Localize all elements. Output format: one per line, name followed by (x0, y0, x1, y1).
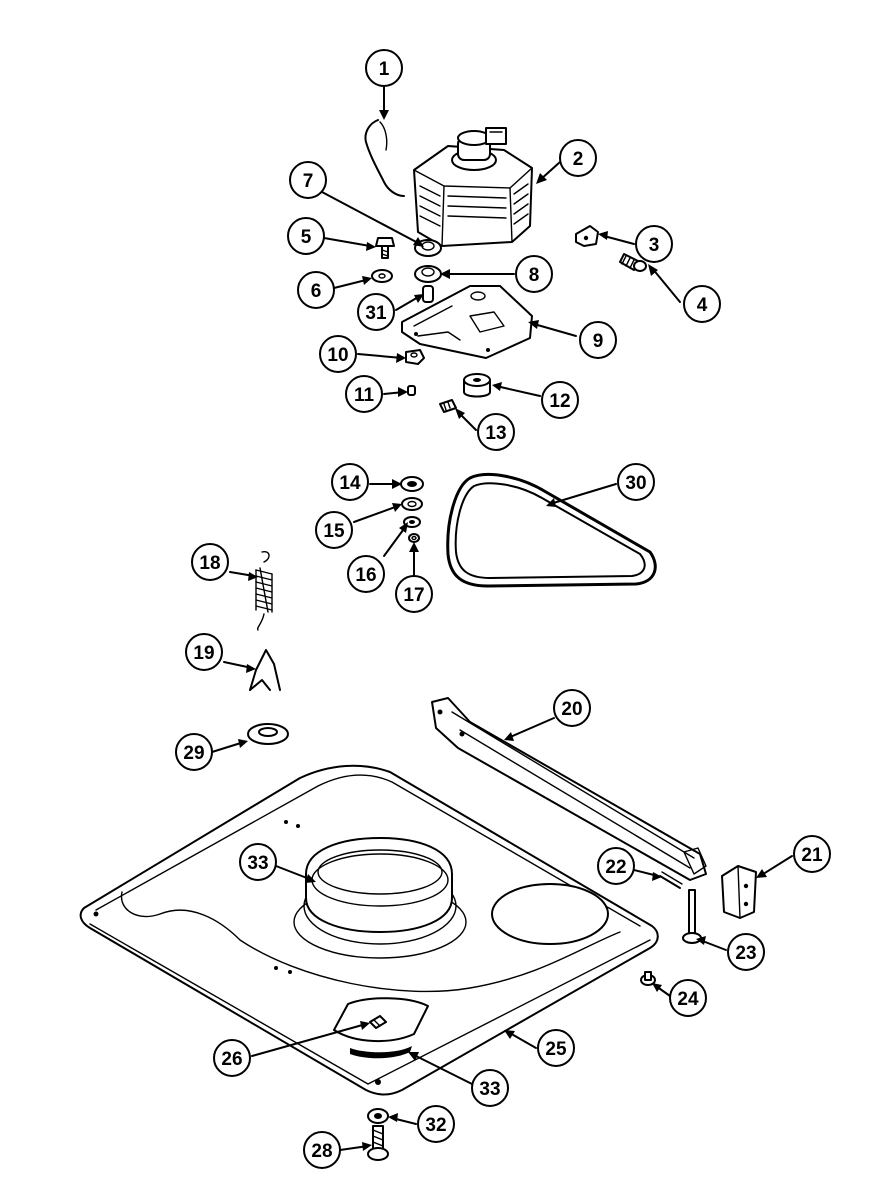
part-13-screw (439, 399, 457, 413)
part-23-long-bolt (682, 889, 702, 944)
part-14-washer (400, 476, 424, 492)
callout-28: 28 (303, 1131, 341, 1169)
svg-text:32: 32 (425, 1115, 446, 1136)
callout-21: 21 (793, 835, 831, 873)
part-12-pulley (463, 373, 491, 398)
part-11-pin (407, 385, 416, 396)
leader-lines (211, 85, 793, 1151)
part-20-strap-bar (431, 697, 707, 881)
callout-12: 12 (541, 381, 579, 419)
callout-19: 19 (185, 633, 223, 671)
svg-text:33: 33 (479, 1079, 500, 1100)
svg-text:33: 33 (247, 853, 268, 874)
part-15-washer (401, 497, 423, 511)
part-5-bolt (375, 237, 395, 259)
callout-15: 15 (315, 511, 353, 549)
part-29-washer (247, 723, 289, 745)
callout-22: 22 (597, 847, 635, 885)
callout-6: 6 (297, 271, 335, 309)
svg-text:24: 24 (677, 989, 699, 1010)
callout-23: 23 (727, 933, 765, 971)
svg-text:30: 30 (625, 473, 646, 494)
part-16-washer (403, 516, 421, 528)
svg-text:29: 29 (183, 743, 204, 764)
callout-4: 4 (683, 285, 721, 323)
callout-13: 13 (477, 413, 515, 451)
svg-text:18: 18 (199, 553, 220, 574)
callout-24: 24 (669, 979, 707, 1017)
callout-10: 10 (319, 335, 357, 373)
part-9-mounting-plate (401, 285, 533, 359)
svg-text:22: 22 (605, 857, 626, 878)
callout-33-ring: 33 (239, 843, 277, 881)
callout-33-slot: 33 (471, 1069, 509, 1107)
svg-text:28: 28 (311, 1141, 332, 1162)
callout-1: 1 (365, 49, 403, 87)
part-1-wire-clip (364, 119, 405, 197)
callout-11: 11 (345, 375, 383, 413)
part-2-motor (413, 127, 533, 247)
part-24-screw (640, 971, 656, 986)
callout-14: 14 (331, 463, 369, 501)
svg-text:10: 10 (327, 345, 348, 366)
part-18-spring (255, 550, 273, 631)
callout-32: 32 (417, 1105, 455, 1143)
part-10-nut (405, 349, 425, 365)
svg-text:3: 3 (649, 235, 660, 256)
part-8-grommet (414, 265, 442, 283)
svg-text:25: 25 (545, 1039, 567, 1060)
part-33-ring (305, 837, 453, 933)
callout-31: 31 (357, 293, 395, 331)
part-31-sleeve (422, 285, 434, 303)
svg-text:12: 12 (549, 391, 570, 412)
part-19-clip (249, 649, 281, 691)
part-21-bracket (721, 865, 757, 919)
svg-text:26: 26 (221, 1049, 242, 1070)
svg-text:11: 11 (354, 385, 375, 406)
part-17-nut (408, 533, 420, 543)
svg-text:16: 16 (355, 565, 376, 586)
svg-text:7: 7 (303, 171, 314, 192)
callout-16: 16 (347, 555, 385, 593)
svg-text:5: 5 (301, 227, 312, 248)
svg-text:21: 21 (801, 845, 823, 866)
svg-text:4: 4 (697, 295, 708, 316)
part-28-bolt (367, 1125, 389, 1161)
svg-text:9: 9 (593, 331, 604, 352)
part-32-washer (367, 1108, 389, 1124)
callout-17: 17 (395, 575, 433, 613)
svg-text:13: 13 (485, 423, 506, 444)
svg-text:17: 17 (403, 585, 424, 606)
callout-26: 26 (213, 1039, 251, 1077)
callout-18: 18 (191, 543, 229, 581)
svg-text:31: 31 (365, 303, 387, 324)
part-3-bracket (575, 225, 599, 247)
svg-text:6: 6 (311, 281, 322, 302)
svg-text:14: 14 (339, 473, 361, 494)
callout-7: 7 (289, 161, 327, 199)
svg-text:19: 19 (193, 643, 214, 664)
svg-text:8: 8 (529, 265, 540, 286)
callout-8: 8 (515, 255, 553, 293)
callout-5: 5 (287, 217, 325, 255)
callout-29: 29 (175, 733, 213, 771)
callout-30: 30 (617, 463, 655, 501)
part-6-washer (371, 269, 393, 283)
callout-9: 9 (579, 321, 617, 359)
callout-25: 25 (537, 1029, 575, 1067)
callout-20: 20 (553, 689, 591, 727)
part-4-screw (619, 253, 647, 272)
svg-text:15: 15 (323, 521, 345, 542)
part-26-screw (369, 1015, 387, 1029)
svg-text:1: 1 (379, 59, 390, 80)
svg-text:23: 23 (735, 943, 756, 964)
svg-text:2: 2 (573, 149, 584, 170)
part-30-belt (446, 472, 657, 588)
callout-3: 3 (635, 225, 673, 263)
callout-2: 2 (559, 139, 597, 177)
part-22-pin (659, 871, 683, 889)
svg-text:20: 20 (561, 699, 582, 720)
